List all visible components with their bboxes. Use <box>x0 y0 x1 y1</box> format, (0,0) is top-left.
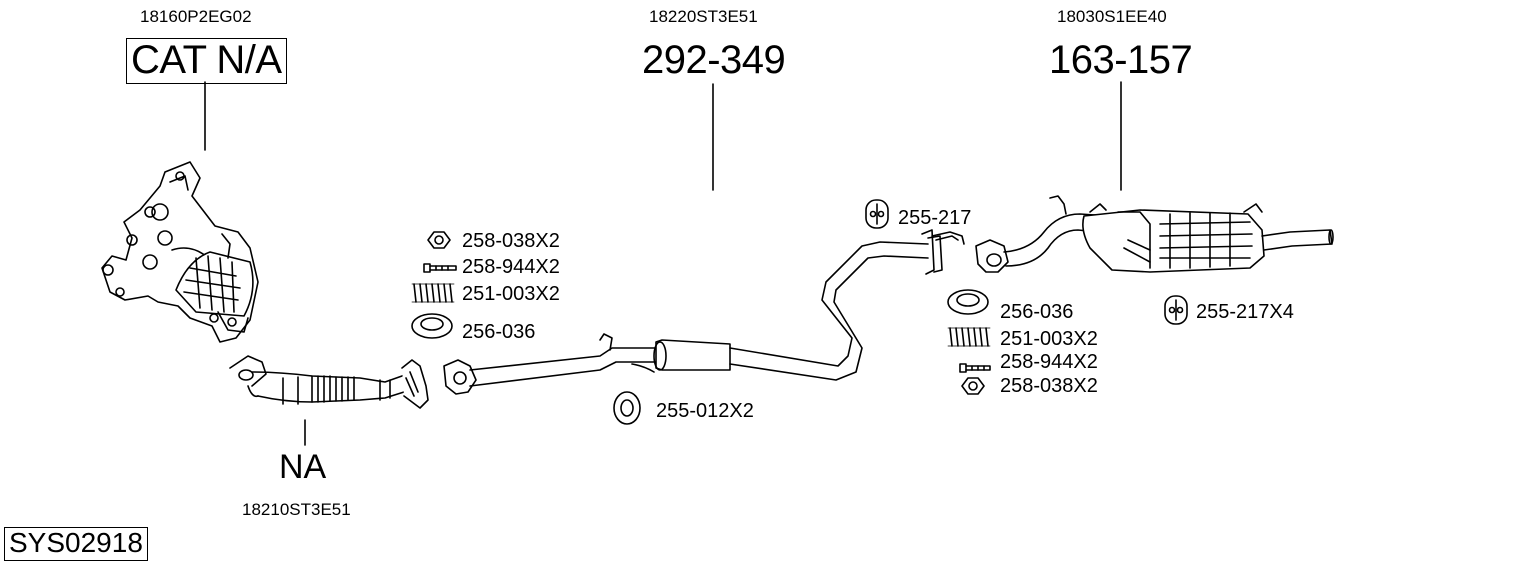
gasket-icon <box>411 313 453 339</box>
middle-oem-number: 18220ST3E51 <box>649 7 758 26</box>
middle-pipe-icon <box>443 229 965 395</box>
rear-reference: 163-157 <box>1049 38 1193 82</box>
hanger-label: 255-217 <box>898 207 972 229</box>
part-label: 258-038X2 <box>462 230 560 252</box>
front-pipe-oem-number: 18210ST3E51 <box>242 500 351 519</box>
part-label: 251-003X2 <box>1000 328 1098 350</box>
nut-icon <box>961 377 985 395</box>
rear-muffler-icon <box>975 195 1334 273</box>
part-label: 251-003X2 <box>462 283 560 305</box>
rubber-hanger-icon <box>865 199 889 229</box>
bolt-icon <box>959 363 991 373</box>
front-pipe-icon <box>229 355 429 409</box>
spring-icon <box>411 283 455 303</box>
part-label: 258-038X2 <box>1000 375 1098 397</box>
bolt-icon <box>423 263 457 273</box>
exhaust-manifold-icon <box>101 161 259 343</box>
part-label: 256-036 <box>1000 301 1074 323</box>
part-label: 258-944X2 <box>1000 351 1098 373</box>
part-label: 258-944X2 <box>462 256 560 278</box>
spring-icon <box>947 327 991 347</box>
nut-icon <box>427 231 451 249</box>
front-pipe-reference: NA <box>279 448 327 486</box>
gasket-icon <box>947 289 989 315</box>
part-label: 256-036 <box>462 321 536 343</box>
manifold-oem-number: 18160P2EG02 <box>140 7 252 26</box>
rubber-hanger-icon <box>1164 295 1188 325</box>
hanger-label: 255-012X2 <box>656 400 754 422</box>
middle-reference: 292-349 <box>642 38 786 82</box>
rear-oem-number: 18030S1EE40 <box>1057 7 1167 26</box>
hanger-label: 255-217X4 <box>1196 301 1294 323</box>
manifold-reference: CAT N/A <box>126 38 287 84</box>
system-code: SYS02918 <box>4 527 148 561</box>
rubber-mount-icon <box>613 391 641 425</box>
